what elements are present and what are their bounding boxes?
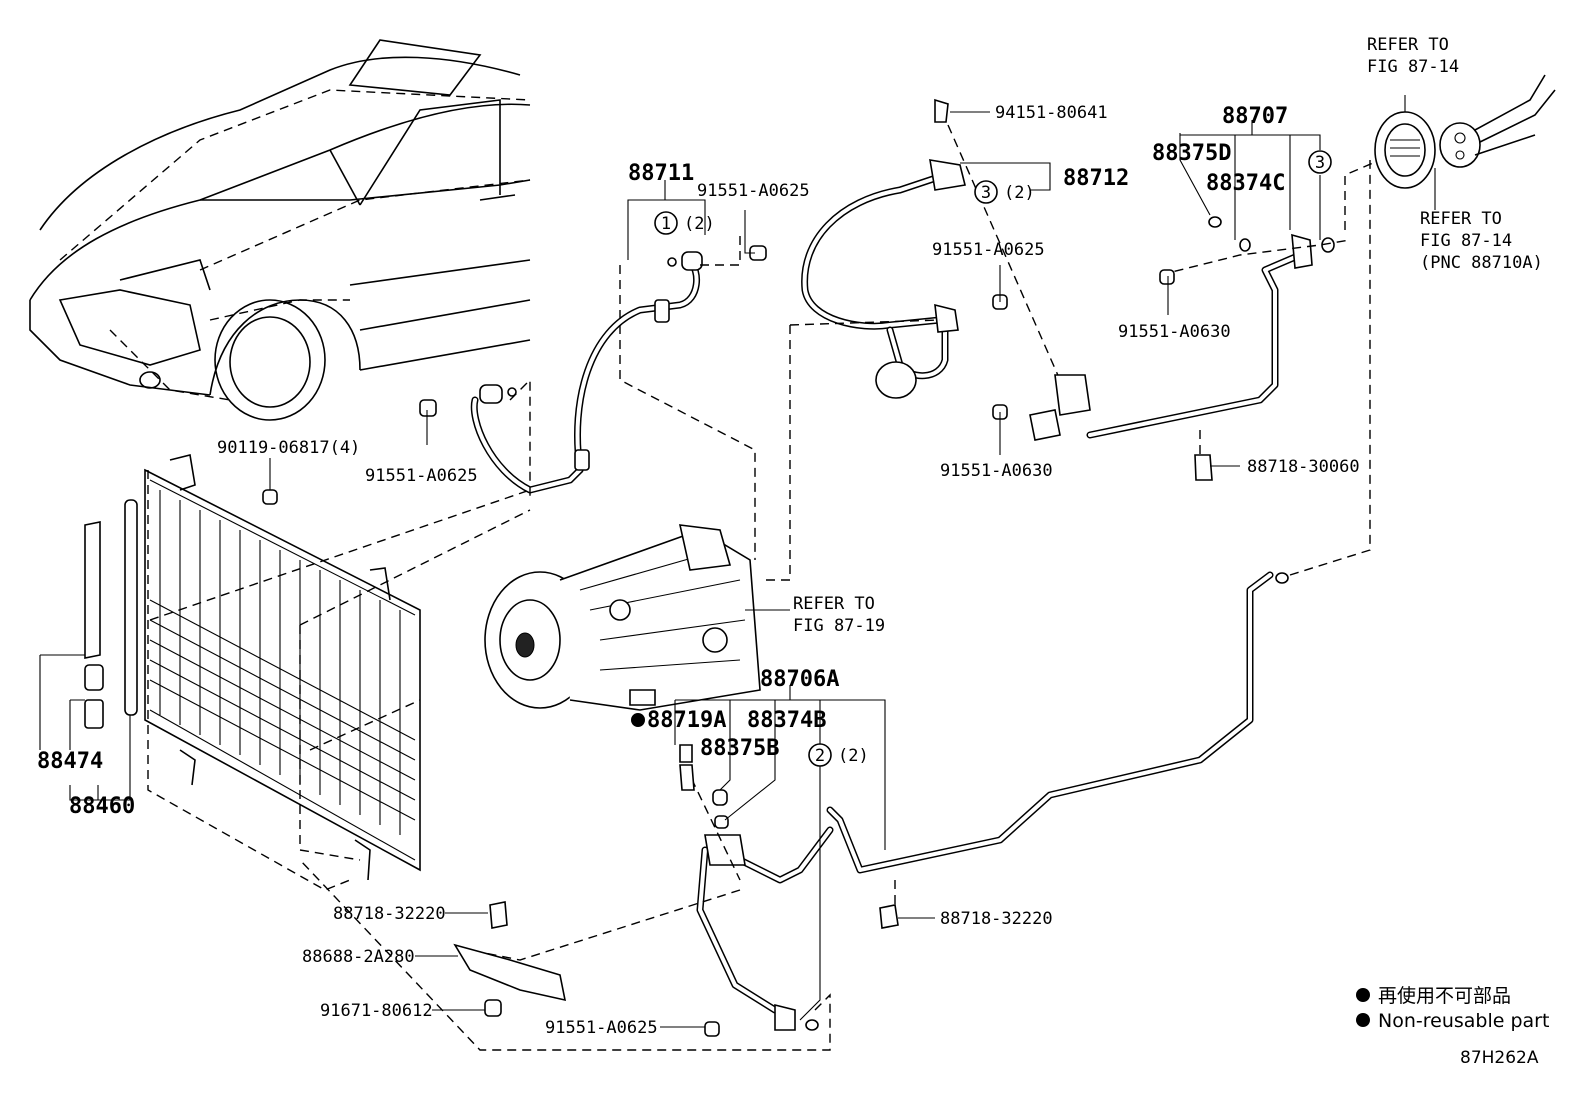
refer-2-line3: (PNC 88710A)	[1420, 253, 1543, 273]
label-88460: 88460	[69, 794, 135, 819]
callout-1-qty: (2)	[684, 214, 715, 234]
suction-hose-88712	[760, 98, 1061, 581]
leader-lines	[39, 111, 1321, 1028]
label-88711: 88711	[628, 161, 694, 186]
callout-circle-3a: 3 (2)	[974, 180, 1035, 204]
label-91671-80612: 91671-80612	[320, 1001, 433, 1021]
label-88374b: 88374B	[747, 708, 826, 733]
label-88375d: 88375D	[1152, 141, 1231, 166]
label-88688-2a280: 88688-2A280	[302, 947, 415, 967]
label-90119-06817: 90119-06817(4)	[217, 438, 360, 458]
label-91551-a0625-top: 91551-A0625	[697, 181, 810, 201]
legend-bullet-icon	[1356, 988, 1370, 1002]
refer-2-line2: FIG 87-14	[1420, 231, 1512, 251]
expansion-valve-area	[1374, 74, 1556, 210]
callout-circle-1: 1 (2)	[654, 211, 715, 235]
label-94151-80641: 94151-80641	[995, 103, 1108, 123]
refer-1-line2: FIG 87-14	[1367, 57, 1459, 77]
label-88706a: 88706A	[760, 667, 839, 692]
car-illustration	[29, 39, 531, 421]
legend: 再使用不可部品 Non-reusable part	[1356, 985, 1549, 1032]
legend-bullet-icon	[1356, 1013, 1370, 1027]
callout-2-number: 2	[815, 746, 825, 766]
legend-english: Non-reusable part	[1378, 1010, 1549, 1032]
compressor	[484, 524, 790, 711]
label-91551-a0625-mid: 91551-A0625	[932, 240, 1045, 260]
refer-label-top-2: REFER TO FIG 87-14 (PNC 88710A)	[1420, 209, 1543, 273]
refer-label-top-1: REFER TO FIG 87-14	[1367, 35, 1459, 77]
condenser-assembly	[84, 454, 531, 891]
callout-3a-qty: (2)	[1004, 183, 1035, 203]
diagram-code: 87H262A	[1460, 1048, 1539, 1068]
label-88718-32220-r: 88718-32220	[940, 909, 1053, 929]
callout-circle-2: 2 (2)	[808, 743, 869, 767]
refer-3-line1: REFER TO	[793, 594, 875, 614]
legend-japanese: 再使用不可部品	[1378, 985, 1511, 1007]
non-reusable-bullet-icon	[631, 713, 645, 727]
label-88707: 88707	[1222, 104, 1288, 129]
callout-1-number: 1	[661, 214, 671, 234]
small-parts	[262, 245, 1175, 1037]
callout-circle-3b: 3	[1308, 150, 1332, 174]
label-88718-32220-l: 88718-32220	[333, 904, 446, 924]
label-88712: 88712	[1063, 166, 1129, 191]
callout-2-qty: (2)	[838, 746, 869, 766]
label-88719a-group: 88719A	[631, 708, 726, 733]
refer-3-line2: FIG 87-19	[793, 616, 885, 636]
refer-1-line1: REFER TO	[1367, 35, 1449, 55]
liquid-pipe-88706a	[299, 160, 1371, 1051]
label-91551-a0630-m: 91551-A0630	[940, 461, 1053, 481]
callout-3b-number: 3	[1315, 153, 1325, 173]
refer-label-compressor: REFER TO FIG 87-19	[793, 594, 885, 636]
label-91551-a0630-r: 91551-A0630	[1118, 322, 1231, 342]
discharge-hose-88711	[470, 230, 756, 560]
refer-2-line1: REFER TO	[1420, 209, 1502, 229]
label-88719a: 88719A	[647, 708, 726, 733]
label-88718-30060: 88718-30060	[1247, 457, 1360, 477]
label-88374c: 88374C	[1206, 171, 1285, 196]
callout-3a-number: 3	[981, 183, 991, 203]
label-91551-a0625-bot: 91551-A0625	[545, 1018, 658, 1038]
label-91551-a0625-left: 91551-A0625	[365, 466, 478, 486]
pipe-88707	[1029, 159, 1381, 481]
label-88474: 88474	[37, 749, 103, 774]
label-88375b: 88375B	[700, 736, 779, 761]
